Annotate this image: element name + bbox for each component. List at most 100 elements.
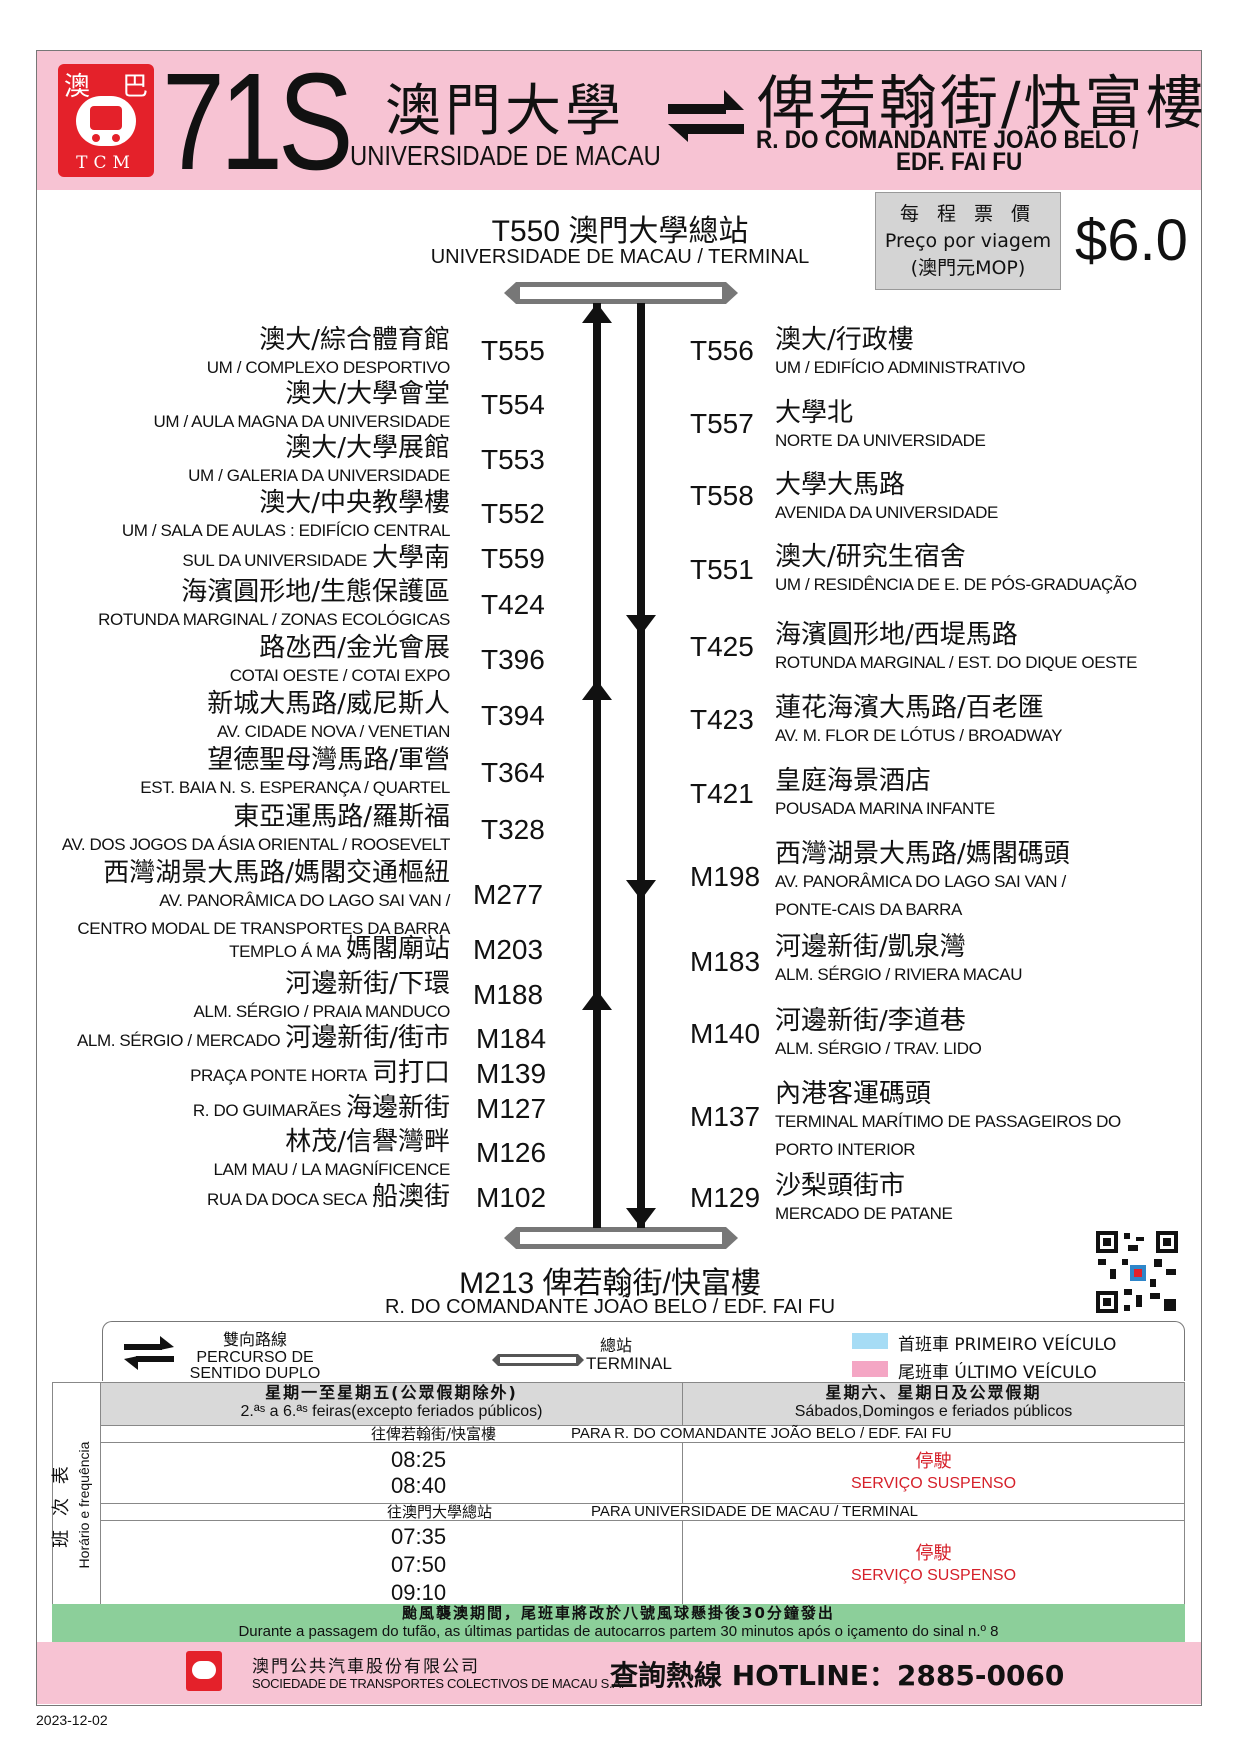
footer-band (37, 1642, 1201, 1704)
stop-code: T394 (481, 700, 545, 731)
stop-code: T559 (481, 543, 545, 574)
stop-code: T555 (481, 335, 545, 366)
logo-char-left: 澳 (64, 72, 91, 102)
logo-char-right: 巴 (121, 72, 148, 102)
last-bus-swatch (852, 1361, 888, 1377)
fare-value: $6.0 (1075, 208, 1188, 273)
top-terminal-zh: T550 澳門大學總站 (491, 215, 749, 248)
stop-code: M140 (690, 1018, 761, 1049)
up-arrow-icon (582, 303, 612, 323)
fare-label-box: 每 程 票 價 Preço por viagem (澳門元MOP) (875, 192, 1061, 290)
legend-bidir-zh: 雙向路線 (222, 1330, 287, 1349)
left-stop: PRAÇA PONTE HORTA 司打口 (190, 1058, 450, 1088)
issue-date: 2023-12-02 (36, 1712, 108, 1728)
legend-terminal-pt: TERMINAL (586, 1354, 672, 1373)
stop-code: M129 (690, 1182, 761, 1213)
stop-code: M277 (473, 879, 544, 910)
first-bus-swatch (852, 1333, 888, 1349)
qr-code-icon (1094, 1229, 1180, 1315)
hotline: 查詢熱線 HOTLINE：2885-0060 (610, 1659, 1065, 1692)
direction2-weekend-suspended: 停駛 SERVIÇO SUSPENSO (850, 1543, 1017, 1584)
stop-code: T328 (481, 814, 545, 845)
destination-pt-line2: EDF. FAI FU (896, 148, 1023, 176)
typhoon-notice-pt: Durante a passagem do tufão, as últimas … (238, 1623, 999, 1640)
company-name-pt: SOCIEDADE DE TRANSPORTES COLECTIVOS DE M… (252, 1676, 625, 1691)
stop-code: M183 (690, 946, 761, 977)
stop-code: M198 (690, 861, 761, 892)
origin-pt: UNIVERSIDADE DE MACAU (350, 140, 661, 171)
stop-code: T553 (481, 444, 545, 475)
stop-code: T554 (481, 389, 545, 420)
top-terminal-pt: UNIVERSIDADE DE MACAU / TERMINAL (430, 246, 810, 268)
up-arrow-icon (582, 680, 612, 700)
fare-label-pt: Preço por viagem (884, 230, 1052, 252)
bottom-terminal-pt: R. DO COMANDANTE JOÃO BELO / EDF. FAI FU (384, 1296, 836, 1318)
stop-code: M137 (690, 1101, 761, 1132)
terminal-legend-icon (492, 1354, 584, 1366)
stop-code: T552 (481, 498, 545, 529)
down-arrow-icon (626, 880, 656, 900)
timetable-side-label: 班 次 表 Horário e frequência (51, 1383, 101, 1611)
stop-code: T396 (481, 644, 545, 675)
up-arrow-icon (582, 990, 612, 1010)
legend-first-bus: 首班車 PRIMEIRO VEÍCULO (898, 1335, 1117, 1355)
typhoon-notice-zh: 颱風襲澳期間，尾班車將改於八號風球懸掛後30分鐘發出 (402, 1604, 835, 1622)
legend-last-bus: 尾班車 ÚLTIMO VEÍCULO (898, 1363, 1097, 1383)
destination-pt-line1: R. DO COMANDANTE JOÃO BELO / (756, 126, 1139, 154)
direction1-row: 往俾若翰街/快富樓 PARA R. DO COMANDANTE JOÃO BEL… (101, 1425, 1184, 1443)
stop-code: M139 (476, 1058, 547, 1089)
footer-logo-icon (186, 1651, 222, 1691)
stop-code: M203 (473, 934, 544, 965)
route-number: 71S (162, 45, 353, 199)
stop-code: M126 (476, 1137, 547, 1168)
stop-code: T421 (690, 778, 754, 809)
weekday-header: 星期一至星期五(公眾假期除外) 2.ªˢ a 6.ªˢ feiras(excep… (101, 1383, 683, 1425)
two-way-legend-icon (124, 1336, 174, 1370)
bus-icon (76, 96, 136, 146)
weekend-header: 星期六、星期日及公眾假期 Sábados,Domingos e feriados… (683, 1383, 1184, 1425)
down-arrow-icon (626, 1208, 656, 1228)
stop-code: T424 (481, 589, 545, 620)
direction2-weekday-times: 07:35 07:50 09:10 (101, 1521, 683, 1611)
down-arrow-icon (626, 615, 656, 635)
direction1-weekend-suspended: 停駛 SERVIÇO SUSPENSO (850, 1451, 1017, 1492)
typhoon-notice: 颱風襲澳期間，尾班車將改於八號風球懸掛後30分鐘發出 Durante a pas… (52, 1604, 1185, 1642)
fare-label-zh: 每 程 票 價 (899, 203, 1037, 225)
left-stop: ALM. SÉRGIO / MERCADO 河邊新街/街市 (76, 1023, 450, 1053)
stop-code: T557 (690, 408, 754, 439)
stop-code: M184 (476, 1023, 547, 1054)
tcm-logo: 澳 巴 TCM (58, 64, 154, 177)
stop-code: M102 (476, 1182, 547, 1213)
destination-zh: 俾若翰街/快富樓 (757, 69, 1207, 137)
poster-frame (36, 50, 1202, 1706)
legend-box (102, 1321, 1185, 1381)
stop-code: T556 (690, 335, 754, 366)
stop-code: T425 (690, 631, 754, 662)
left-stop: SUL DA UNIVERSIDADE 大學南 (182, 543, 450, 573)
company-name-zh: 澳門公共汽車股份有限公司 (252, 1657, 480, 1677)
header-band (37, 51, 1201, 190)
stop-code: T551 (690, 554, 754, 585)
bottom-terminal-zh: M213 俾若翰街/快富樓 (459, 1267, 761, 1300)
origin-zh: 澳門大學 (385, 79, 625, 144)
